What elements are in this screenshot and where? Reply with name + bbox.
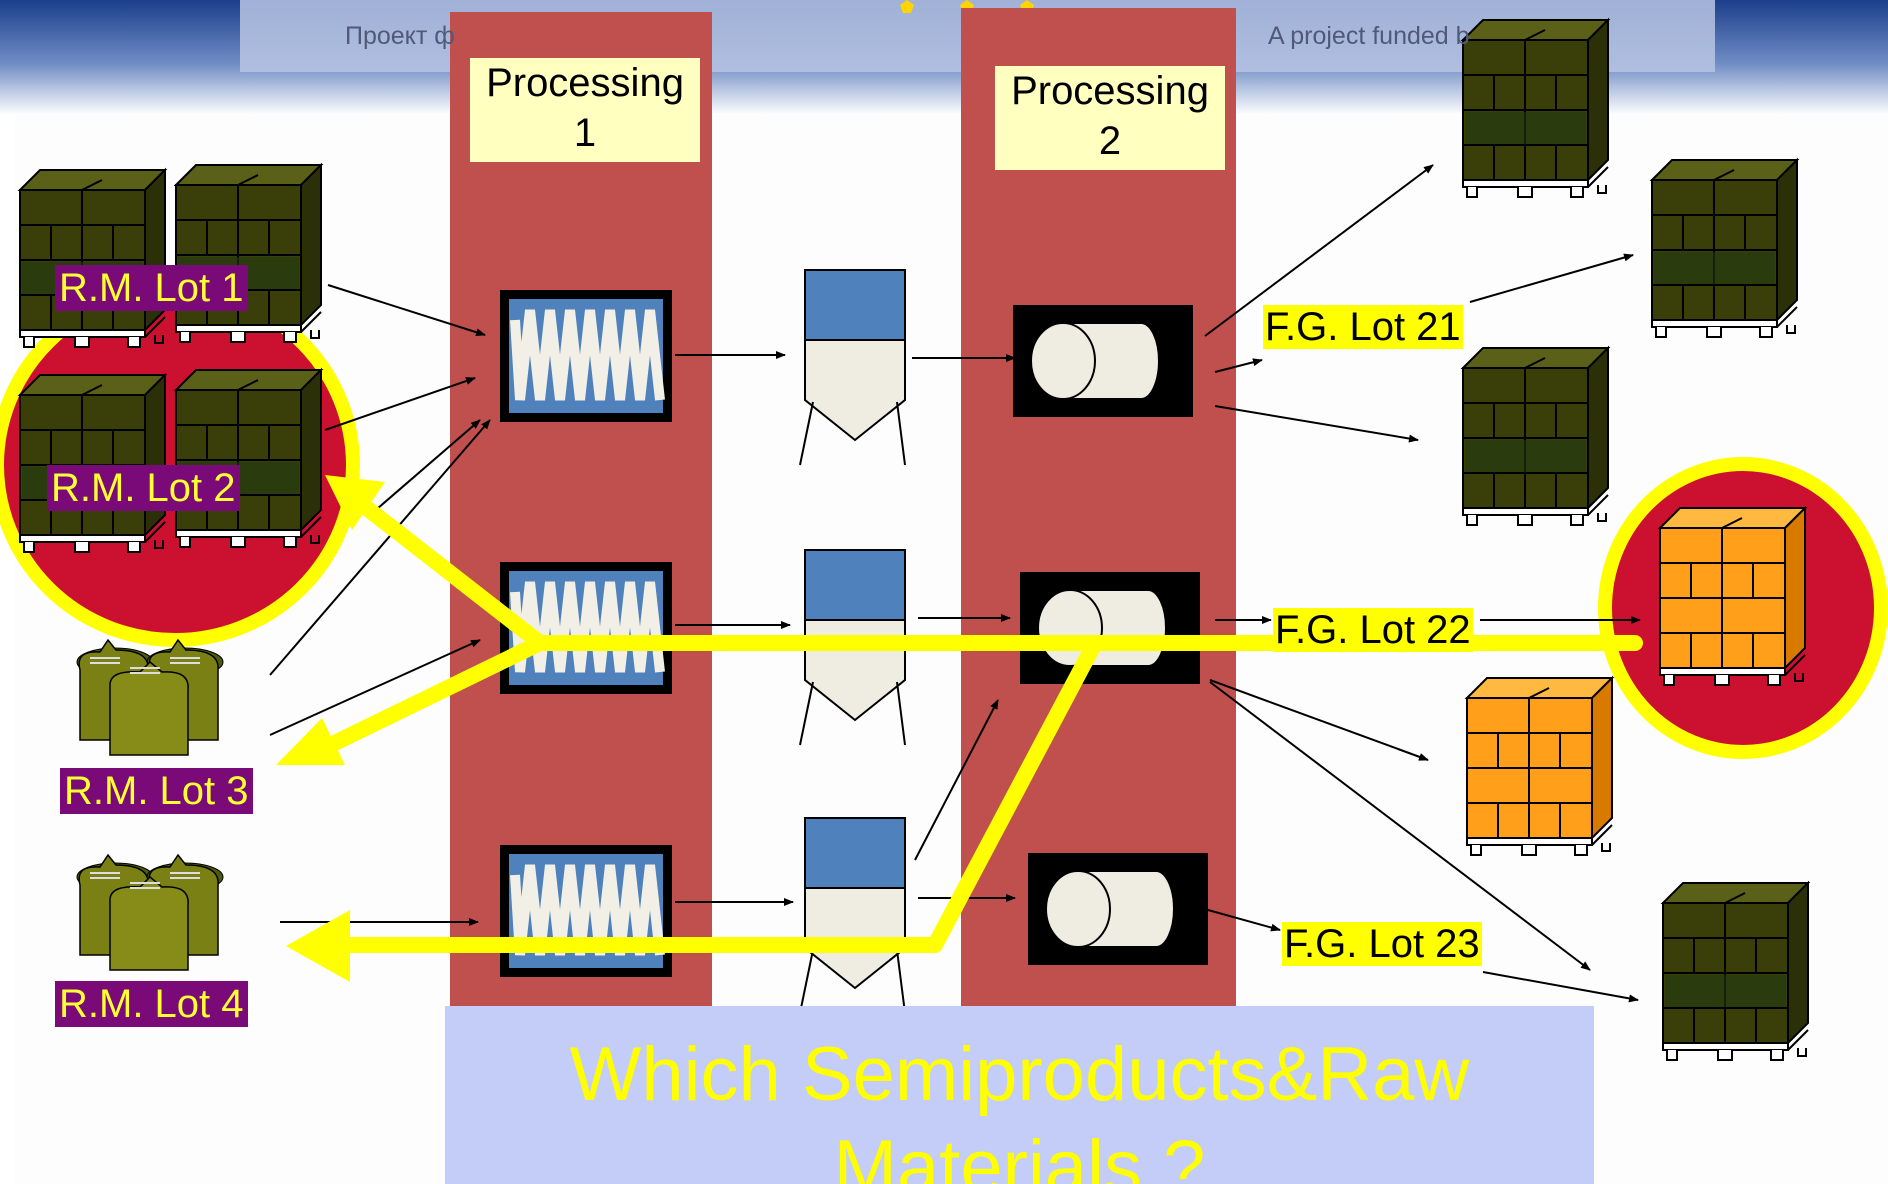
pallet-icon (19, 374, 166, 553)
raw-material-label: R.M. Lot 1 (55, 265, 248, 311)
raw-material-label: R.M. Lot 2 (47, 465, 240, 511)
finished-good-label: F.G. Lot 23 (1282, 922, 1482, 966)
trace-arrowhead (276, 718, 345, 765)
drum-icon (1012, 304, 1194, 418)
eu-star-icon (900, 0, 914, 13)
banner-left-text: Проект ф (345, 22, 455, 50)
trace-arrowhead (325, 475, 385, 530)
pallet-icon (1466, 677, 1613, 856)
processing-2-label: Processing 2 (995, 66, 1225, 170)
pallet-icon (1651, 159, 1798, 338)
banner-right-text: A project funded b (1268, 22, 1470, 50)
question-box: Which Semiproducts&Raw Materials ? (445, 1006, 1594, 1184)
question-text: Which Semiproducts&Raw Materials ? (569, 1032, 1470, 1184)
raw-material-label: R.M. Lot 3 (60, 768, 253, 814)
processing-1-label: Processing 1 (470, 58, 700, 162)
drum-icon (1019, 571, 1201, 685)
pallet-icon (175, 164, 322, 343)
mixer-icon (500, 845, 672, 977)
trace-arrowhead (286, 910, 350, 982)
drum-icon (1027, 852, 1209, 966)
pallet-icon (1462, 347, 1609, 526)
raw-material-label: R.M. Lot 4 (55, 981, 248, 1027)
pallet-icon (1659, 507, 1806, 686)
pallet-icon (175, 369, 322, 548)
finished-good-label: F.G. Lot 21 (1263, 305, 1463, 349)
flow-arrows (269, 164, 1641, 1003)
processing-column-2 (961, 8, 1236, 1012)
trace-arrowheads (276, 475, 385, 982)
sack-icon (76, 854, 224, 971)
pallet-icon (1462, 19, 1609, 198)
pallet-icon (1662, 882, 1809, 1061)
sack-icon (76, 639, 224, 756)
mixer-icon (500, 290, 672, 422)
pallet-icon (19, 169, 166, 348)
finished-good-label: F.G. Lot 22 (1273, 608, 1473, 652)
